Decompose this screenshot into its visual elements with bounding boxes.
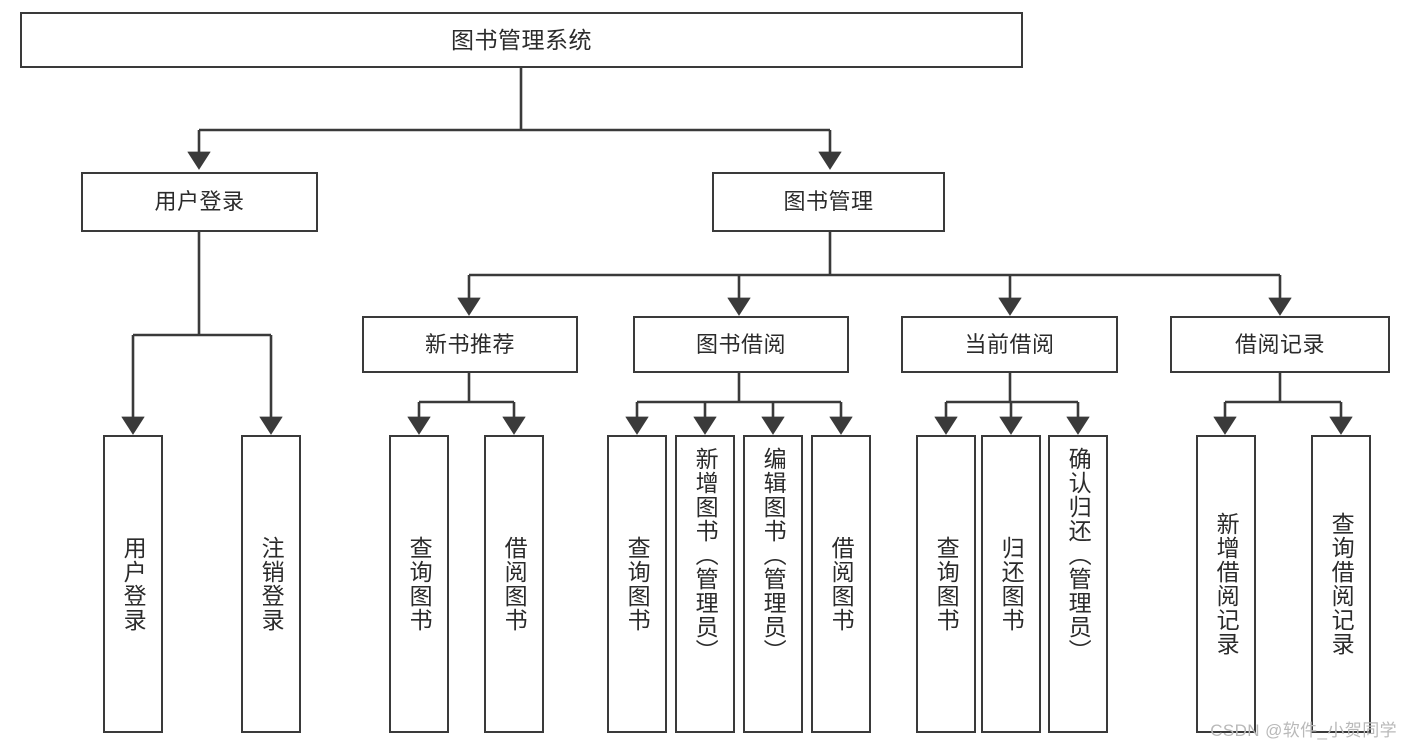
node-leaf-logout-login[interactable]: 注销登录	[241, 435, 301, 733]
node-label: 查询图书	[406, 536, 433, 632]
node-label: 编辑图书（管理员）	[760, 447, 787, 663]
node-label: 查询图书	[933, 536, 960, 632]
node-leaf-add-book[interactable]: 新增图书（管理员）	[675, 435, 735, 733]
node-leaf-query-record[interactable]: 查询借阅记录	[1311, 435, 1371, 733]
node-leaf-edit-book[interactable]: 编辑图书（管理员）	[743, 435, 803, 733]
node-label: 新增图书（管理员）	[692, 447, 719, 663]
node-new-book-recommend[interactable]: 新书推荐	[362, 316, 578, 373]
node-label: 图书管理系统	[451, 26, 592, 53]
node-current-borrow[interactable]: 当前借阅	[901, 316, 1118, 373]
node-label: 确认归还（管理员）	[1065, 447, 1092, 663]
node-root-system[interactable]: 图书管理系统	[20, 12, 1023, 68]
node-leaf-query-book-3[interactable]: 查询图书	[916, 435, 976, 733]
node-leaf-query-book-1[interactable]: 查询图书	[389, 435, 449, 733]
node-label: 注销登录	[258, 536, 285, 632]
node-label: 借阅图书	[828, 536, 855, 632]
node-label: 借阅记录	[1234, 331, 1325, 357]
node-leaf-return-book[interactable]: 归还图书	[981, 435, 1041, 733]
node-leaf-add-record[interactable]: 新增借阅记录	[1196, 435, 1256, 733]
watermark-text: CSDN @软件_小贺同学	[1210, 721, 1397, 740]
node-label: 图书管理	[783, 189, 874, 215]
node-label: 用户登录	[120, 536, 147, 632]
node-book-management[interactable]: 图书管理	[712, 172, 945, 232]
node-borrow-record[interactable]: 借阅记录	[1170, 316, 1390, 373]
node-label: 新书推荐	[424, 331, 515, 357]
node-label: 用户登录	[154, 189, 245, 215]
node-leaf-user-login[interactable]: 用户登录	[103, 435, 163, 733]
node-leaf-borrow-book-1[interactable]: 借阅图书	[484, 435, 544, 733]
node-user-login[interactable]: 用户登录	[81, 172, 318, 232]
node-label: 图书借阅	[695, 331, 786, 357]
node-leaf-query-book-2[interactable]: 查询图书	[607, 435, 667, 733]
node-label: 归还图书	[998, 536, 1025, 632]
node-label: 新增借阅记录	[1213, 512, 1240, 656]
node-book-borrow[interactable]: 图书借阅	[633, 316, 849, 373]
node-label: 查询图书	[624, 536, 651, 632]
node-label: 借阅图书	[501, 536, 528, 632]
node-leaf-confirm-return[interactable]: 确认归还（管理员）	[1048, 435, 1108, 733]
node-label: 当前借阅	[964, 331, 1055, 357]
node-leaf-borrow-book-2[interactable]: 借阅图书	[811, 435, 871, 733]
node-label: 查询借阅记录	[1328, 512, 1355, 656]
